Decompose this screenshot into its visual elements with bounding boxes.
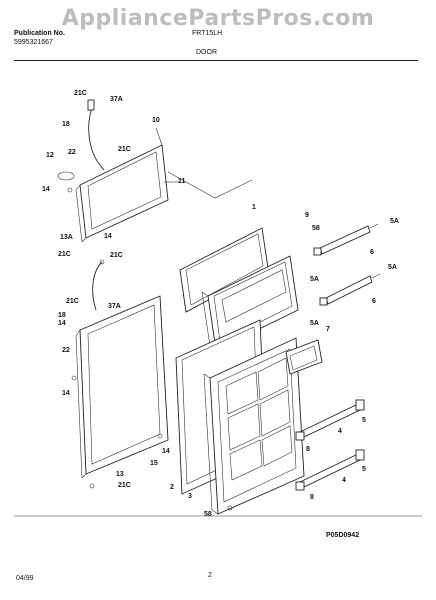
callout-9: 9 xyxy=(305,212,309,219)
bottom-screw-58 xyxy=(227,505,233,511)
callout-6: 6 xyxy=(370,249,374,256)
section-title: DOOR xyxy=(196,49,217,56)
dairy-door xyxy=(285,339,323,375)
publication-label: Publication No. xyxy=(14,30,65,37)
callout-4: 4 xyxy=(342,477,346,484)
shelf-rail-upper xyxy=(295,399,365,441)
callout-8: 8 xyxy=(310,494,314,501)
freezer-wire xyxy=(88,107,105,171)
callout-10: 10 xyxy=(152,117,160,124)
callout-13: 13 xyxy=(116,471,124,478)
fresh-food-door xyxy=(75,295,169,479)
callout-21c: 21C xyxy=(74,90,87,97)
callout-22: 22 xyxy=(68,149,76,156)
header-divider xyxy=(14,60,418,61)
fresh-food-screw-14b xyxy=(157,433,163,439)
callout-6: 6 xyxy=(372,298,376,305)
bottom-screw xyxy=(89,483,95,489)
callout-5a: 5A xyxy=(390,218,399,225)
freezer-liner xyxy=(201,255,299,351)
callout-14: 14 xyxy=(42,186,50,193)
callout-21c: 21C xyxy=(118,146,131,153)
callout-37a: 37A xyxy=(108,303,121,310)
callout-5a: 5A xyxy=(310,276,319,283)
callout-7: 7 xyxy=(326,326,330,333)
callout-5a: 5A xyxy=(310,320,319,327)
callout-21c: 21C xyxy=(110,252,123,259)
callout-21c: 21C xyxy=(58,251,71,258)
callout-5: 5 xyxy=(362,466,366,473)
callout-15: 15 xyxy=(150,460,158,467)
callout-2: 2 xyxy=(170,484,174,491)
freezer-top-bushing xyxy=(87,99,95,111)
leader-10 xyxy=(155,127,163,146)
callout-5: 5 xyxy=(362,417,366,424)
callout-37a: 37A xyxy=(110,96,123,103)
callout-22: 22 xyxy=(62,347,70,354)
callout-14: 14 xyxy=(58,320,66,327)
watermark: AppliancePartsPros.com xyxy=(61,6,375,31)
callout-12: 12 xyxy=(46,152,54,159)
shelf-rail-lower xyxy=(295,449,365,491)
fresh-food-top-screw xyxy=(99,259,105,265)
callout-21c: 21C xyxy=(118,482,131,489)
callout-14: 14 xyxy=(162,448,170,455)
model-number: FRT15LH xyxy=(192,30,223,37)
callout-1: 1 xyxy=(252,204,256,211)
callout-5a: 5A xyxy=(388,264,397,271)
callout-14: 14 xyxy=(62,390,70,397)
freezer-cap-12 xyxy=(57,171,75,181)
callout-11: 11 xyxy=(178,178,186,185)
callout-18: 18 xyxy=(58,312,66,319)
date-code: 04/99 xyxy=(16,575,34,582)
callout-3: 3 xyxy=(188,493,192,500)
publication-number: 5995321667 xyxy=(14,39,53,46)
page-number: 2 xyxy=(208,572,212,579)
callout-8: 8 xyxy=(306,446,310,453)
freezer-door xyxy=(75,144,169,243)
callout-58: 58 xyxy=(312,225,320,232)
callout-58: 58 xyxy=(204,511,212,518)
fresh-food-wire xyxy=(92,261,103,311)
callout-21c: 21C xyxy=(66,298,79,305)
callout-14: 14 xyxy=(104,233,112,240)
fresh-food-liner xyxy=(203,337,305,515)
alignment-line-upper xyxy=(167,171,253,199)
middle-shelf-bracket xyxy=(319,273,381,306)
fresh-food-screw-14 xyxy=(71,375,77,381)
callout-13a: 13A xyxy=(60,234,73,241)
callout-4: 4 xyxy=(338,428,342,435)
upper-shelf-bracket xyxy=(313,223,379,256)
freezer-screw-14 xyxy=(67,187,73,193)
diagram-code: P05D0942 xyxy=(326,532,360,539)
callout-18: 18 xyxy=(62,121,70,128)
